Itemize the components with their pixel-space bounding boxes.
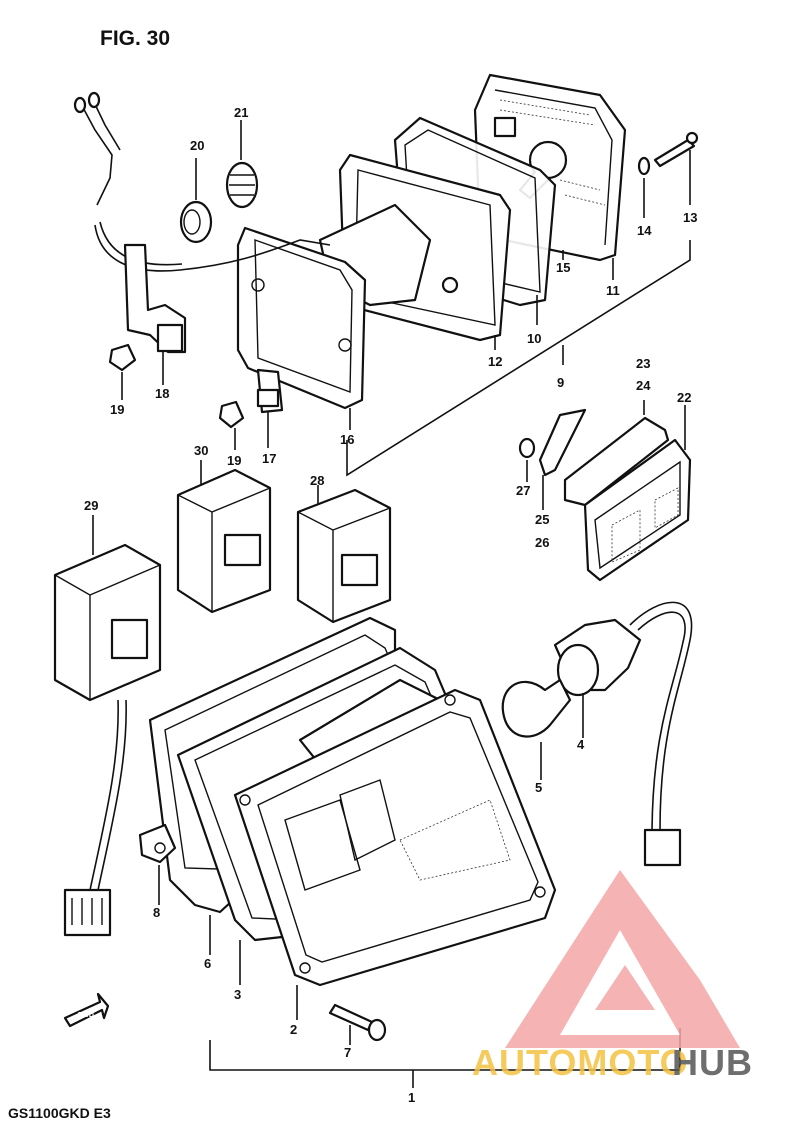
callout-8: 8 (153, 905, 160, 920)
watermark-text-part2: HUB (672, 1042, 753, 1083)
fwd-label: FWD (78, 1012, 94, 1019)
part-28-relay (296, 488, 392, 624)
fwd-arrow-icon: FWD (63, 992, 110, 1028)
part-20-grommet (179, 200, 213, 244)
watermark-text-part1: AUTOMOTO (472, 1042, 689, 1083)
callout-28: 28 (310, 473, 324, 488)
callout-27: 27 (516, 483, 530, 498)
callout-2: 2 (290, 1022, 297, 1037)
callout-6: 6 (204, 956, 211, 971)
part-19-nut-a (108, 343, 137, 372)
callout-12: 12 (488, 354, 502, 369)
callout-30: 30 (194, 443, 208, 458)
callout-22: 22 (677, 390, 691, 405)
callout-25: 25 (535, 512, 549, 527)
callout-24: 24 (636, 378, 651, 393)
callout-13: 13 (683, 210, 697, 225)
callout-15: 15 (556, 260, 570, 275)
callout-1: 1 (408, 1090, 415, 1105)
part-29-flasher (53, 543, 162, 937)
part-13-screw (653, 131, 699, 168)
callout-19b: 19 (227, 453, 241, 468)
callout-9: 9 (557, 375, 564, 390)
part-30-relay (176, 468, 272, 614)
figure-title: FIG. 30 (100, 27, 170, 50)
bracket-line-1 (209, 1028, 681, 1071)
callout-19a: 19 (110, 402, 124, 417)
part-4-socket (553, 601, 693, 867)
part-8-nut (138, 823, 177, 864)
part-17-clip (256, 368, 284, 414)
part-19-nut-b (218, 400, 245, 429)
part-25-bracket (538, 408, 587, 477)
callout-17: 17 (262, 451, 276, 466)
part-14-washer (637, 156, 651, 176)
model-code: GS1100GKD E3 (8, 1105, 111, 1121)
bracket-line-9 (346, 240, 691, 477)
callout-11: 11 (606, 283, 620, 298)
callout-26: 26 (535, 535, 549, 550)
callout-7: 7 (344, 1045, 351, 1060)
callout-14: 14 (637, 223, 652, 238)
callout-29: 29 (84, 498, 98, 513)
part-16-mount-gasket (236, 226, 367, 410)
part-21-grommet (225, 161, 259, 209)
part-7-screw (328, 1003, 387, 1042)
callout-16: 16 (340, 432, 354, 447)
automotohub-logo: AUTOMOTO HUB (472, 870, 753, 1083)
callout-20: 20 (190, 138, 204, 153)
part-5-bulb (501, 678, 572, 738)
leader-lines (92, 120, 691, 1045)
callout-23: 23 (636, 356, 650, 371)
callout-5: 5 (535, 780, 542, 795)
callout-4: 4 (577, 737, 585, 752)
callout-18: 18 (155, 386, 169, 401)
part-18-bracket (123, 243, 187, 354)
callout-3: 3 (234, 987, 241, 1002)
part-22-reflector (563, 416, 692, 582)
part-2-lens (233, 688, 557, 987)
callout-10: 10 (527, 331, 541, 346)
callout-labels: 20 21 15 11 14 13 10 12 9 16 17 18 19 19… (84, 105, 697, 1105)
part-27-nut (518, 437, 536, 459)
callout-21: 21 (234, 105, 248, 120)
